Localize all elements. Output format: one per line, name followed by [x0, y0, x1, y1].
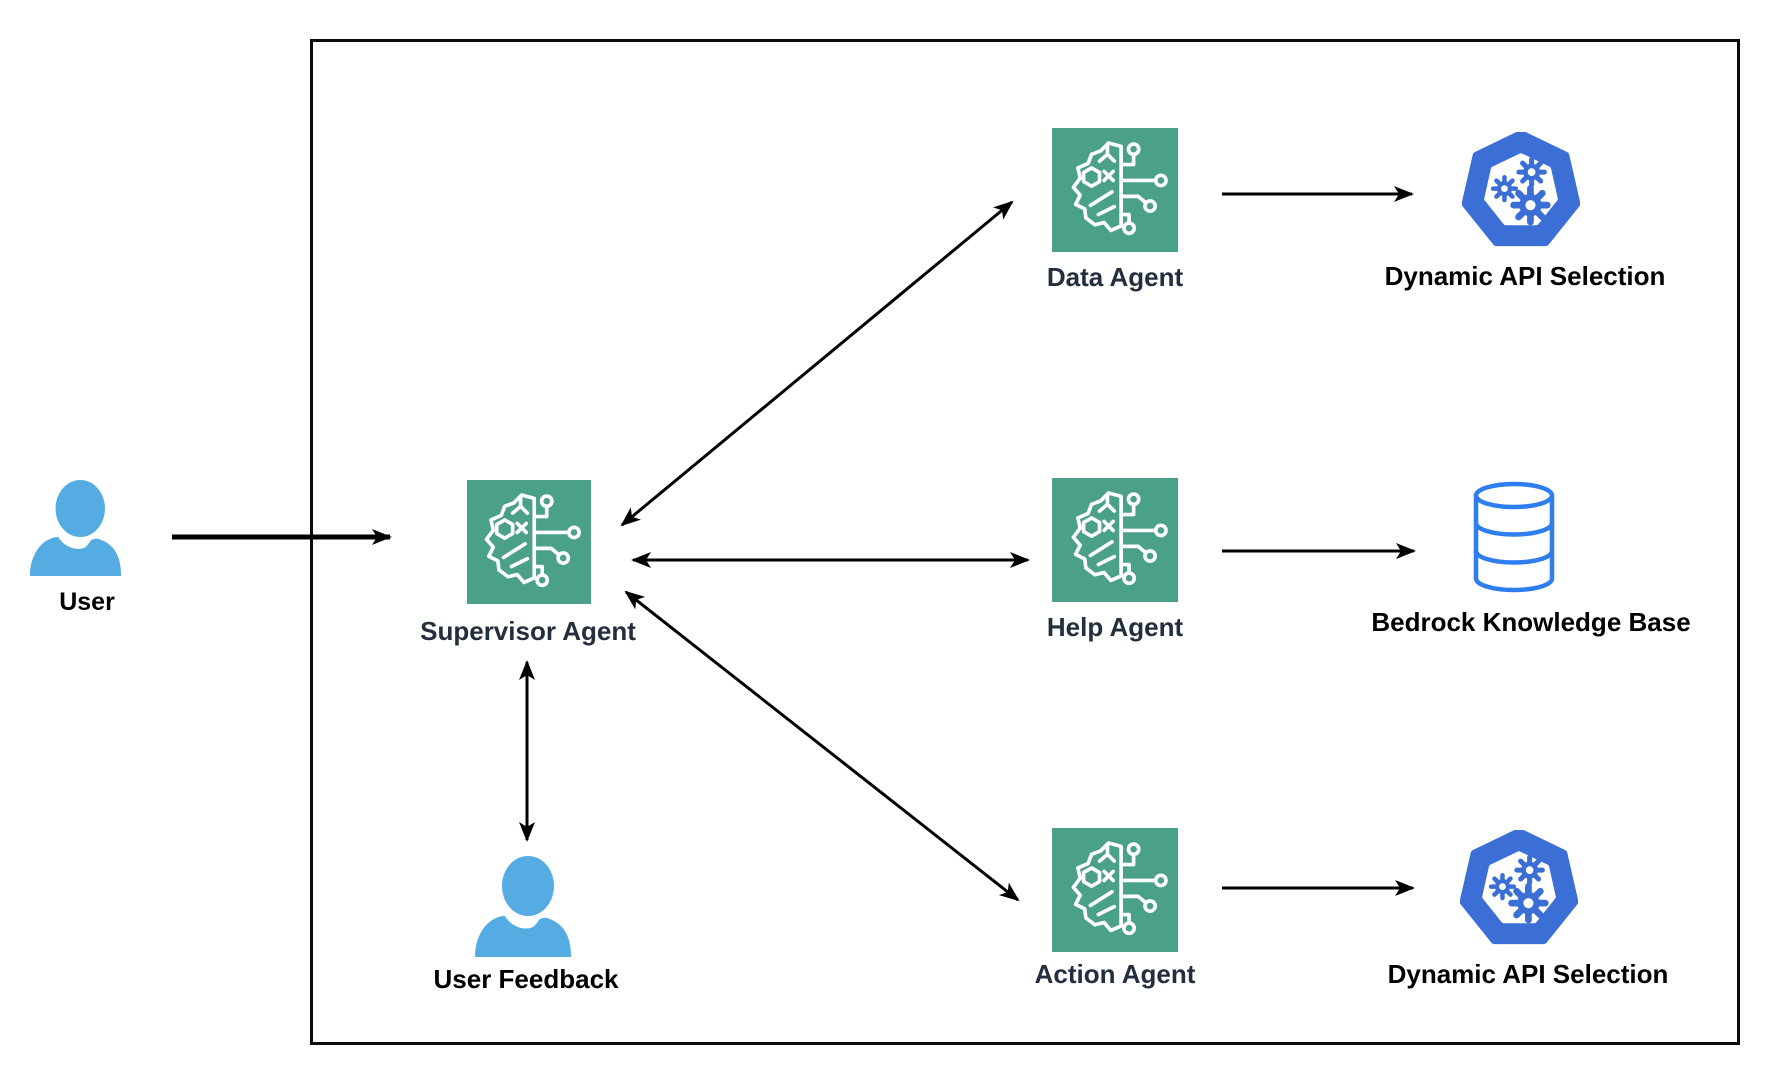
action-agent-node [1052, 828, 1178, 952]
database-cylinder-icon [1472, 481, 1556, 593]
bedrock-knowledge-base-node [1472, 481, 1556, 593]
action-agent-label: Action Agent [1034, 959, 1196, 989]
supervisor-agent-label: Supervisor Agent [420, 616, 636, 646]
user-icon [28, 477, 123, 578]
data-agent-label: Data Agent [1046, 262, 1184, 292]
user-node [28, 477, 123, 578]
help-agent-node [1052, 478, 1178, 602]
arrow-supervisor-action [624, 590, 1020, 902]
system-boundary-box [310, 39, 1740, 1045]
dynamic-api-selection-bottom-node [1460, 830, 1578, 948]
user-label: User [59, 588, 115, 616]
dynamic-api-selection-bottom-label: Dynamic API Selection [1387, 959, 1669, 989]
user-feedback-icon [473, 853, 573, 959]
bedrock-knowledge-base-label: Bedrock Knowledge Base [1371, 607, 1691, 637]
data-agent-node [1052, 128, 1178, 252]
user-feedback-node [473, 853, 573, 959]
dynamic-api-selection-top-node [1462, 132, 1580, 250]
arrow-supervisor-data [620, 200, 1014, 527]
heptagon-gears-icon [1462, 132, 1580, 250]
ai-brain-circuit-icon [1060, 485, 1171, 594]
help-agent-label: Help Agent [1046, 612, 1184, 642]
user-feedback-label: User Feedback [433, 964, 619, 994]
heptagon-gears-icon [1460, 830, 1578, 948]
supervisor-agent-node [467, 480, 591, 604]
ai-brain-circuit-icon [1060, 135, 1171, 244]
ai-brain-circuit-icon [1060, 835, 1171, 944]
dynamic-api-selection-top-label: Dynamic API Selection [1384, 261, 1666, 291]
ai-brain-circuit-icon [474, 487, 583, 596]
